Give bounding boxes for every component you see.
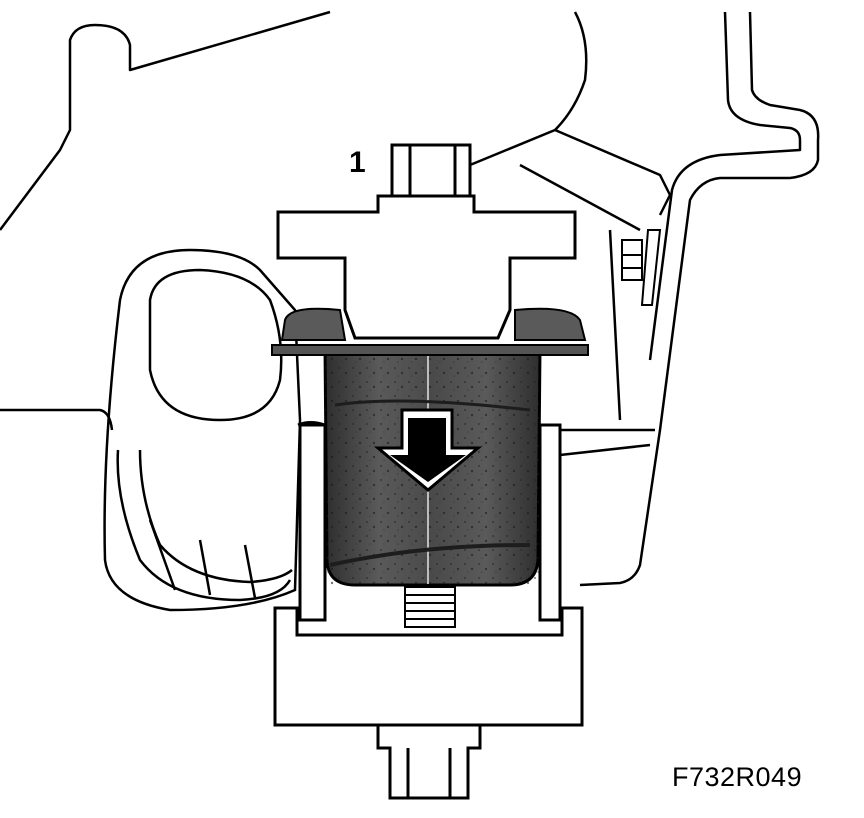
press-tool-bottom <box>273 606 584 800</box>
arrow-down-icon <box>373 408 483 492</box>
eye-bracket <box>103 248 302 612</box>
subframe-outline <box>0 10 820 587</box>
press-tool-sleeve <box>297 421 562 622</box>
figure-code: F732R049 <box>672 762 803 792</box>
threaded-spindle <box>404 586 456 628</box>
bushing <box>271 307 589 587</box>
connector <box>621 229 662 306</box>
callout-number: 1 <box>349 146 366 179</box>
press-tool-top <box>276 143 577 340</box>
